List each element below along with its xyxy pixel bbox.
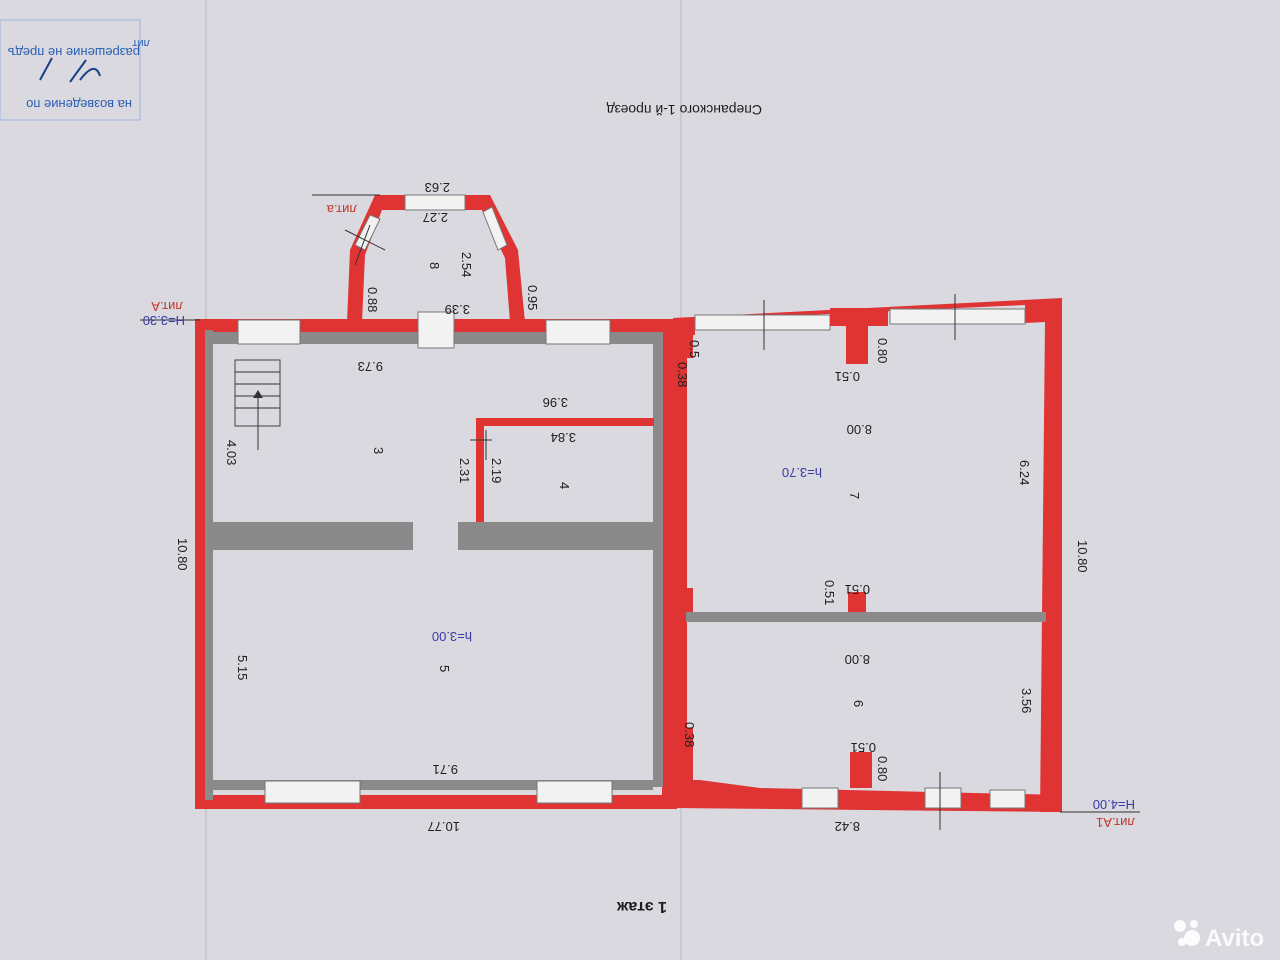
- dim-label: 0.95: [525, 285, 540, 310]
- dim-label: 0.80: [875, 338, 890, 363]
- dim-label: 3.84: [551, 430, 576, 445]
- dim-label: 3.96: [543, 395, 568, 410]
- watermark-text: Avito: [1205, 925, 1264, 952]
- dim-label: 8.00: [847, 422, 872, 437]
- dim-label: 3.56: [1019, 688, 1034, 713]
- approval-stamp: разрешение не предъ на возведение по лит: [0, 19, 150, 121]
- room-number: 5: [437, 665, 452, 672]
- stamp-text: на возведение по: [26, 97, 132, 112]
- dim-label: 0.80: [875, 756, 890, 781]
- dim-label: 2.31: [457, 458, 472, 483]
- dim-label: 2.19: [489, 458, 504, 483]
- dim-label: 0.51: [845, 582, 870, 597]
- dim-label: 5.15: [235, 655, 250, 680]
- stamp-text: лит: [132, 37, 150, 49]
- dim-label: 0.51: [835, 369, 860, 384]
- room-number: 6: [851, 700, 866, 707]
- dim-label: 3.39: [445, 302, 470, 317]
- dim-label: 6.24: [1017, 460, 1032, 485]
- street-name: Сперанского 1-й проезд: [607, 102, 762, 118]
- block-label: лит.А: [151, 299, 183, 314]
- stamp-text: разрешение не предъ: [8, 45, 140, 60]
- block-label: лит.а: [326, 202, 357, 217]
- dim-label: 2.27: [423, 210, 448, 225]
- room-height: h=3.00: [432, 629, 472, 644]
- avito-watermark: Avito: [1174, 920, 1264, 952]
- block-lit-a-main: [140, 311, 677, 809]
- room-number: 7: [847, 492, 862, 499]
- room-number: 4: [557, 482, 572, 489]
- dim-label: 0.5: [687, 340, 702, 358]
- room-number: 3: [371, 447, 386, 454]
- dim-label: 8.42: [835, 819, 860, 834]
- dim-label: 2.54: [459, 252, 474, 277]
- dim-label: 10.80: [1075, 540, 1090, 573]
- signature: [39, 57, 101, 83]
- dim-label: 0.38: [682, 722, 697, 747]
- dim-label: 2.63: [425, 180, 450, 195]
- block-label: лит.А1: [1096, 815, 1135, 830]
- dim-label: 0.51: [822, 580, 837, 605]
- dim-label: 10.80: [175, 538, 190, 571]
- block-height: Н=4.00: [1093, 797, 1135, 812]
- room-number: 8: [427, 262, 442, 269]
- dim-label: 0.88: [365, 287, 380, 312]
- dim-label: 10.77: [427, 819, 460, 834]
- block-height: Н=3.30: [143, 313, 185, 328]
- dim-label: 9.73: [358, 359, 383, 374]
- room-height: h=3.70: [782, 465, 822, 480]
- dim-label: 0.51: [851, 740, 876, 755]
- block-lit-a1: [673, 294, 1140, 830]
- dim-label: 4.03: [224, 440, 239, 465]
- dim-label: 8.00: [845, 652, 870, 667]
- floor-label: 1 этаж: [616, 898, 667, 915]
- bay-lit-a: [312, 194, 525, 322]
- dim-label: 9.71: [433, 762, 458, 777]
- dim-label: 0.38: [675, 362, 690, 387]
